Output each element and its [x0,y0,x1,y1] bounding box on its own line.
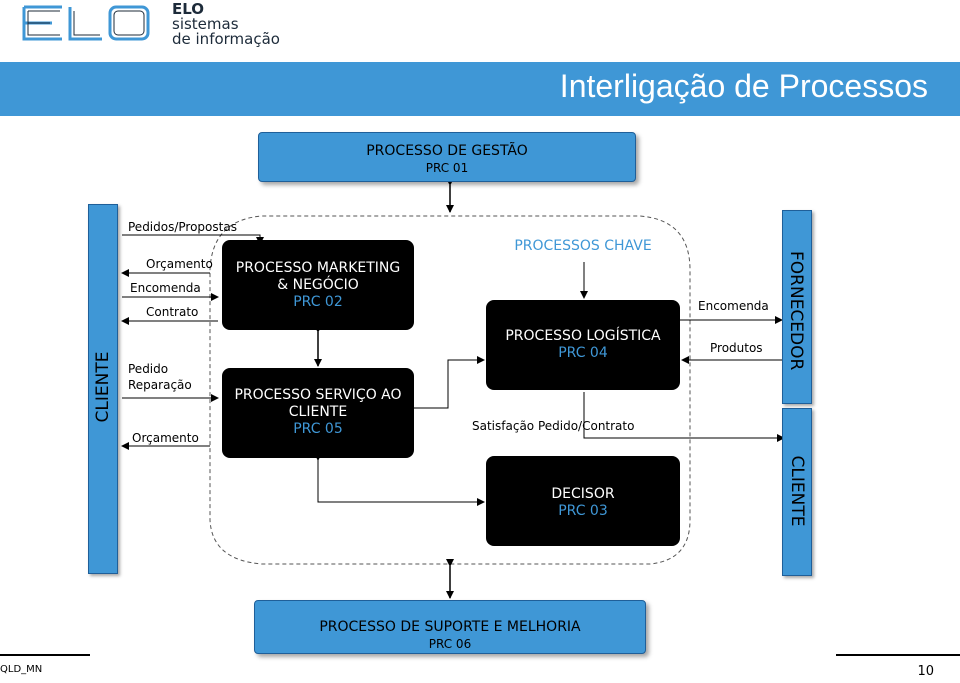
label-satisfacao: Satisfação Pedido/Contrato [472,419,635,433]
label-produtos: Produtos [710,341,763,355]
company-line2: sistemas [172,15,239,33]
company-name: ELO [172,0,205,18]
side-bar-cliente-right: CLIENTE [782,408,812,576]
logistica-code: PRC 04 [558,345,608,361]
arrow-servico-logistica [414,356,485,409]
gestao-code: PRC 01 [425,161,469,175]
box-processo-marketing: PROCESSO MARKETING & NEGÓCIO PRC 02 [222,240,414,330]
decisor-title: DECISOR [551,486,615,502]
label-encomenda-left: Encomenda [130,281,201,295]
footer-doc-code: QLD_MN [0,664,43,675]
elo-logo [22,3,152,43]
marketing-title-line1: PROCESSO MARKETING [235,260,401,276]
side-label-cliente-left: CLIENTE [93,351,113,423]
marketing-code: PRC 02 [293,294,343,310]
suporte-code: PRC 06 [428,637,472,651]
label-pedido: Pedido [128,362,169,376]
logistica-title: PROCESSO LOGÍSTICA [505,328,661,344]
label-contrato: Contrato [146,305,199,319]
box-processo-suporte: PROCESSO DE SUPORTE E MELHORIA PRC 06 [254,600,646,654]
box-processo-gestao: PROCESSO DE GESTÃO PRC 01 [258,132,636,182]
page-title: Interligação de Processos [559,68,928,104]
company-name-block: ELO sistemas de informação [172,2,280,47]
box-processo-logistica: PROCESSO LOGÍSTICA PRC 04 [486,300,680,390]
servico-title-line2: CLIENTE [288,404,348,420]
gestao-title: PROCESSO DE GESTÃO [366,143,528,159]
side-label-cliente-right: CLIENTE [787,455,807,527]
side-label-fornecedor: FORNECEDOR [786,251,806,371]
label-reparacao: Reparação [128,378,192,392]
label-pedidos-propostas: Pedidos/Propostas [128,220,237,234]
marketing-title-line2: & NEGÓCIO [277,277,359,293]
company-line3: de informação [172,30,280,48]
label-orcamento-top: Orçamento [146,257,213,271]
arrow-servico-decisor [314,453,485,506]
side-bar-fornecedor: FORNECEDOR [782,210,812,404]
processos-chave-title: PROCESSOS CHAVE [514,238,652,254]
elo-logo-graphic [22,5,150,41]
suporte-title: PROCESSO DE SUPORTE E MELHORIA [319,619,581,635]
servico-code: PRC 05 [293,421,343,437]
label-encomenda-right: Encomenda [698,299,769,313]
arrow-satisfacao [583,392,785,442]
box-decisor: DECISOR PRC 03 [486,456,680,546]
decisor-code: PRC 03 [558,503,608,519]
side-bar-cliente-left: CLIENTE [88,204,118,574]
label-orcamento-bottom: Orçamento [132,431,199,445]
box-processo-servico: PROCESSO SERVIÇO AO CLIENTE PRC 05 [222,368,414,458]
title-band: Interligação de Processos [0,62,960,116]
page-number: 10 [917,664,934,679]
servico-title-line1: PROCESSO SERVIÇO AO [234,387,402,403]
